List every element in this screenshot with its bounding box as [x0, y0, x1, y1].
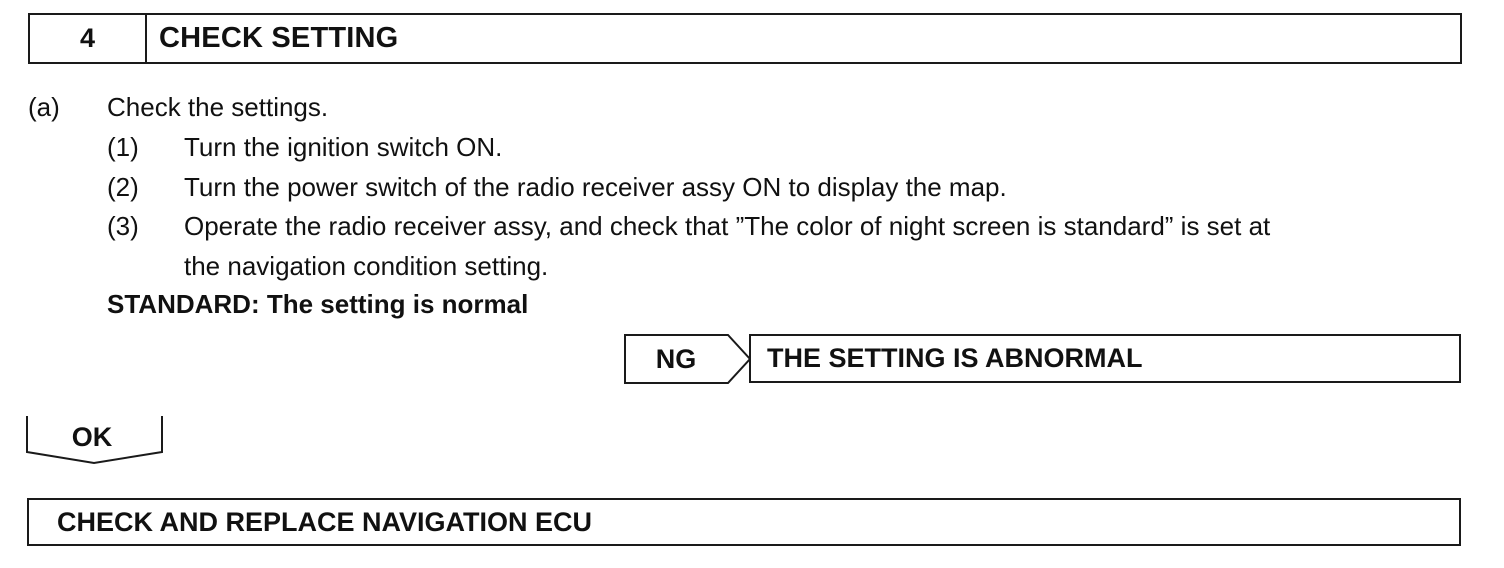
step-number: 4: [30, 15, 147, 62]
ng-result-box: THE SETTING IS ABNORMAL: [749, 334, 1461, 383]
step-label: (2): [107, 172, 139, 202]
final-action-box: CHECK AND REPLACE NAVIGATION ECU: [27, 498, 1461, 546]
step-text-continued: the navigation condition setting.: [184, 251, 549, 281]
standard-text: STANDARD: The setting is normal: [107, 289, 529, 319]
step-text: Operate the radio receiver assy, and che…: [184, 211, 1271, 241]
step-header: 4 CHECK SETTING: [28, 13, 1462, 64]
ok-arrow-shape: [26, 416, 163, 465]
ng-result-text: THE SETTING IS ABNORMAL: [767, 343, 1143, 373]
final-action-text: CHECK AND REPLACE NAVIGATION ECU: [57, 506, 593, 537]
step-label: (3): [107, 211, 139, 241]
step-title: CHECK SETTING: [159, 22, 399, 54]
ng-label: NG: [655, 343, 697, 374]
ng-arrow-shape: [624, 334, 752, 384]
ng-arrow: NG: [624, 334, 752, 384]
step-text: Turn the power switch of the radio recei…: [184, 172, 1007, 202]
step-text: Turn the ignition switch ON.: [184, 132, 503, 162]
step-label: (1): [107, 132, 139, 162]
check-text: Check the settings.: [107, 92, 329, 122]
ok-arrow: OK: [26, 415, 164, 465]
check-label: (a): [28, 92, 60, 122]
ok-label: OK: [71, 421, 113, 452]
